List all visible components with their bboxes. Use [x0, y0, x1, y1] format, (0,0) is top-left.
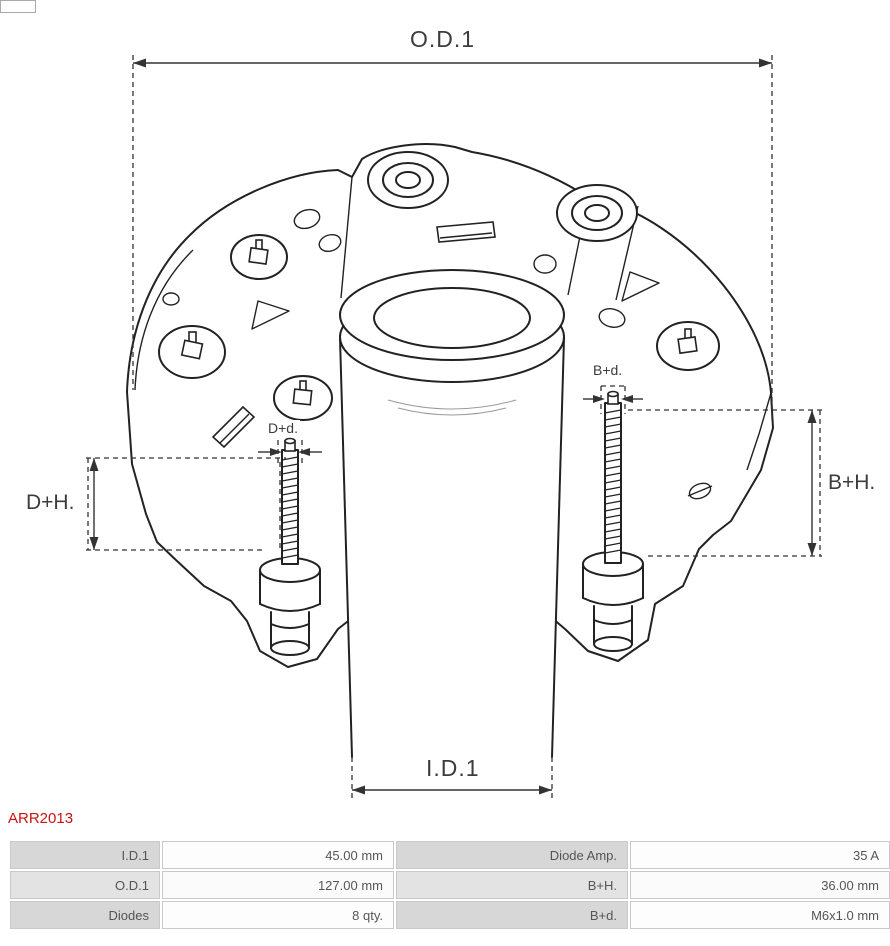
dim-label-bd: B+d. — [591, 362, 625, 378]
diode-hole — [230, 234, 288, 280]
stamped-slots — [211, 221, 496, 449]
spec-value-cell: 8 qty. — [162, 901, 394, 929]
right-stud — [604, 390, 622, 564]
spec-row: O.D.1 127.00 mm B+H. 36.00 mm — [10, 871, 890, 899]
rectifier-technical-drawing — [86, 55, 822, 800]
spec-label-cell: B+H. — [396, 871, 628, 899]
dim-label-bh: B+H. — [826, 471, 878, 495]
spec-value-cell: 36.00 mm — [630, 871, 890, 899]
dimension-dh — [86, 457, 286, 551]
spec-value-cell: 127.00 mm — [162, 871, 394, 899]
right-stud-threads — [604, 409, 622, 554]
spec-value-cell: 35 A — [630, 841, 890, 869]
spec-value-cell: 45.00 mm — [162, 841, 394, 869]
rivet-boss-left — [367, 151, 449, 209]
dimension-bd — [583, 385, 643, 414]
diode-hole — [158, 325, 226, 379]
diode-hole — [656, 321, 720, 371]
dim-label-dh: D+H. — [24, 491, 77, 515]
spec-row: Diodes 8 qty. B+d. M6x1.0 mm — [10, 901, 890, 929]
left-stud — [281, 437, 299, 565]
dim-label-dd: D+d. — [266, 420, 300, 436]
spec-label-cell: Diode Amp. — [396, 841, 628, 869]
dimension-id1 — [351, 757, 553, 800]
spec-label-cell: O.D.1 — [10, 871, 160, 899]
spec-value-cell: M6x1.0 mm — [630, 901, 890, 929]
part-number: ARR2013 — [8, 810, 74, 827]
stamped-triangles — [251, 271, 660, 330]
diode-hole — [273, 375, 333, 421]
left-bracket — [259, 557, 321, 656]
spec-label-cell: I.D.1 — [10, 841, 160, 869]
dim-label-id1: I.D.1 — [424, 755, 482, 782]
top-left-box — [0, 0, 36, 13]
spec-row: I.D.1 45.00 mm Diode Amp. 35 A — [10, 841, 890, 869]
dim-label-od1: O.D.1 — [408, 26, 478, 53]
central-bore — [339, 269, 565, 758]
spec-label-cell: Diodes — [10, 901, 160, 929]
left-stud-threads — [281, 456, 299, 559]
rivet-boss-right — [556, 184, 638, 242]
spec-table: I.D.1 45.00 mm Diode Amp. 35 A O.D.1 127… — [8, 839, 890, 931]
dimension-dd — [258, 440, 322, 464]
dimension-od1 — [132, 55, 773, 420]
dimension-bh — [628, 409, 822, 557]
small-holes — [162, 208, 713, 500]
spec-label-cell: B+d. — [396, 901, 628, 929]
